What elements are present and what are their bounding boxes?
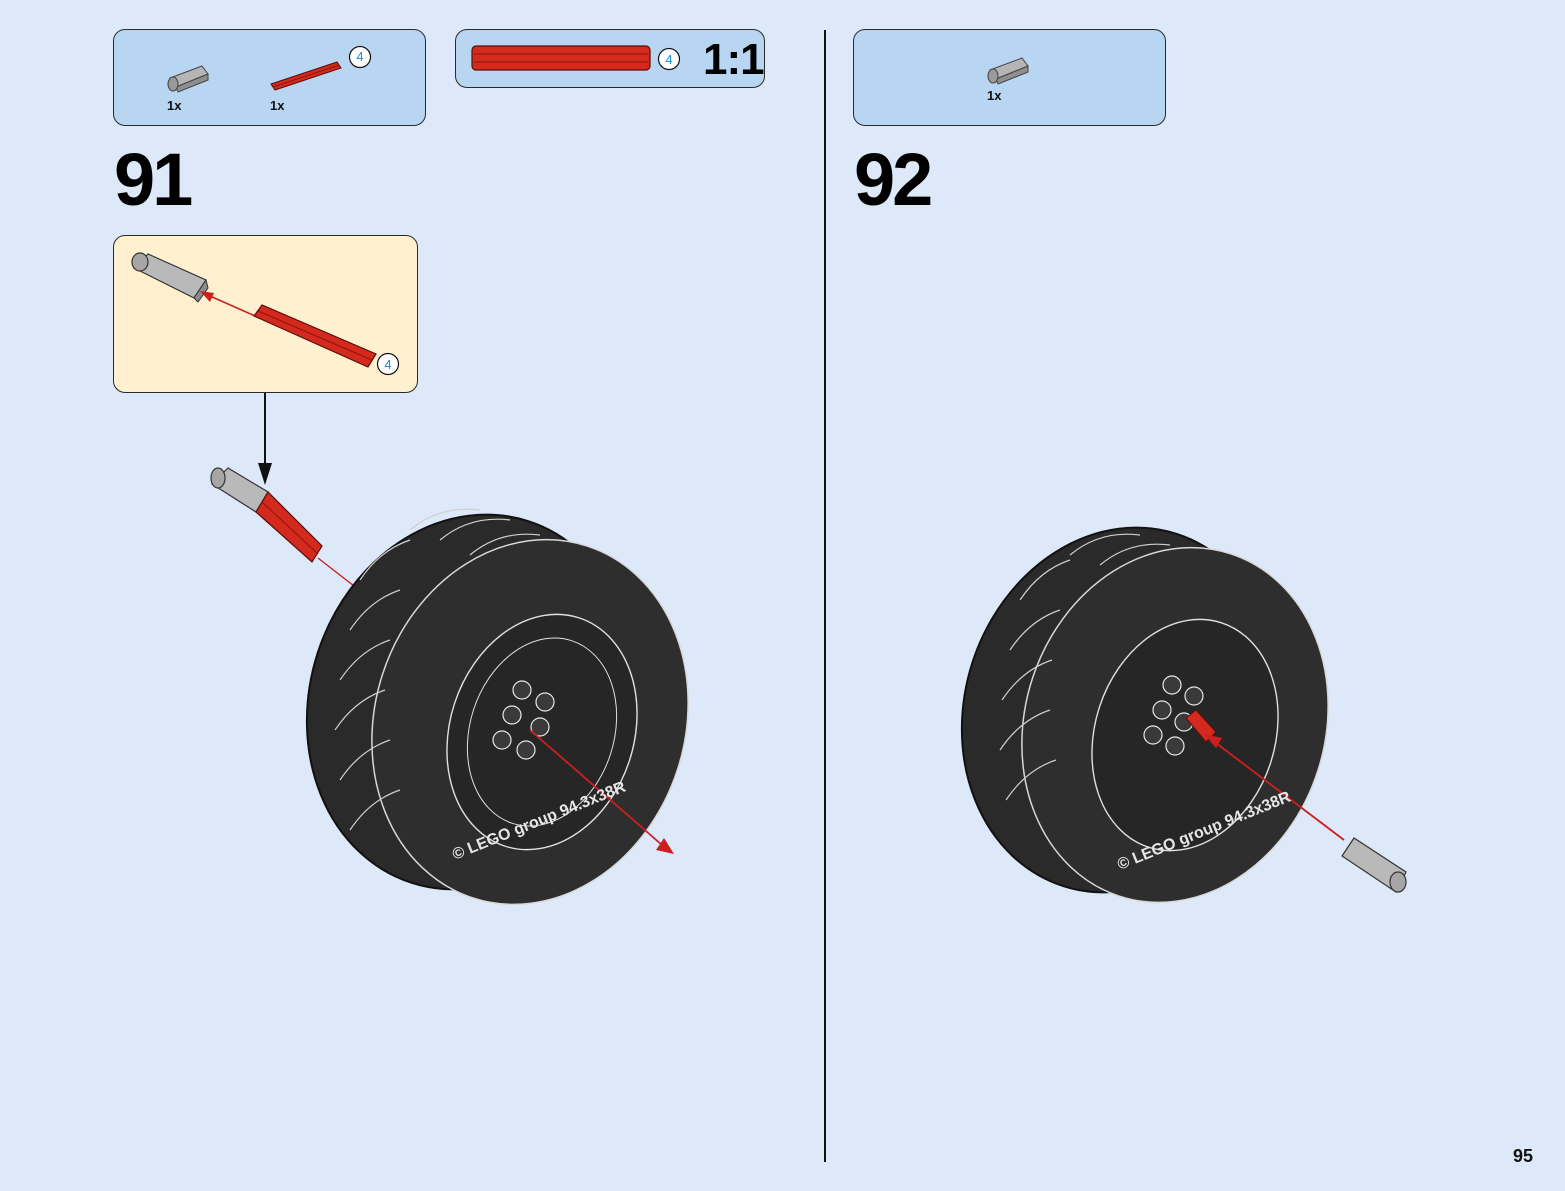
parts-list-step-92: 1x xyxy=(853,29,1166,126)
part-qty: 1x xyxy=(987,88,1002,103)
subassembly-diagram xyxy=(131,252,400,376)
subassembly-axle-length: 4 xyxy=(384,357,392,372)
scale-box: 4 1:1 xyxy=(455,29,765,88)
parts-list-step-91: 1x 1x 4 xyxy=(113,29,426,126)
scale-label: 1:1 xyxy=(703,35,765,84)
down-arrow xyxy=(258,393,272,485)
gray-axle-connector-icon xyxy=(167,65,209,93)
step-number: 91 xyxy=(114,138,193,221)
step-number: 92 xyxy=(854,138,933,221)
step-divider xyxy=(824,30,826,1162)
subassembly-callout: 4 xyxy=(113,235,418,393)
part-qty: 1x xyxy=(167,98,182,113)
red-axle-icon xyxy=(270,61,342,91)
page-number: 95 xyxy=(1513,1146,1534,1166)
gray-axle-connector-icon xyxy=(987,57,1029,85)
length-callout-icon xyxy=(348,45,372,69)
length-callout-icon xyxy=(657,47,681,71)
wheel-assembly-step-91: © LEGO group 94.3x38R xyxy=(210,467,689,906)
scale-length-label: 4 xyxy=(665,52,673,67)
part-qty: 1x xyxy=(270,98,285,113)
axle-length-label: 4 xyxy=(356,49,364,64)
wheel-assembly-step-92: © LEGO group 94.3x38R xyxy=(960,526,1407,904)
red-axle-scale-icon xyxy=(471,45,651,71)
